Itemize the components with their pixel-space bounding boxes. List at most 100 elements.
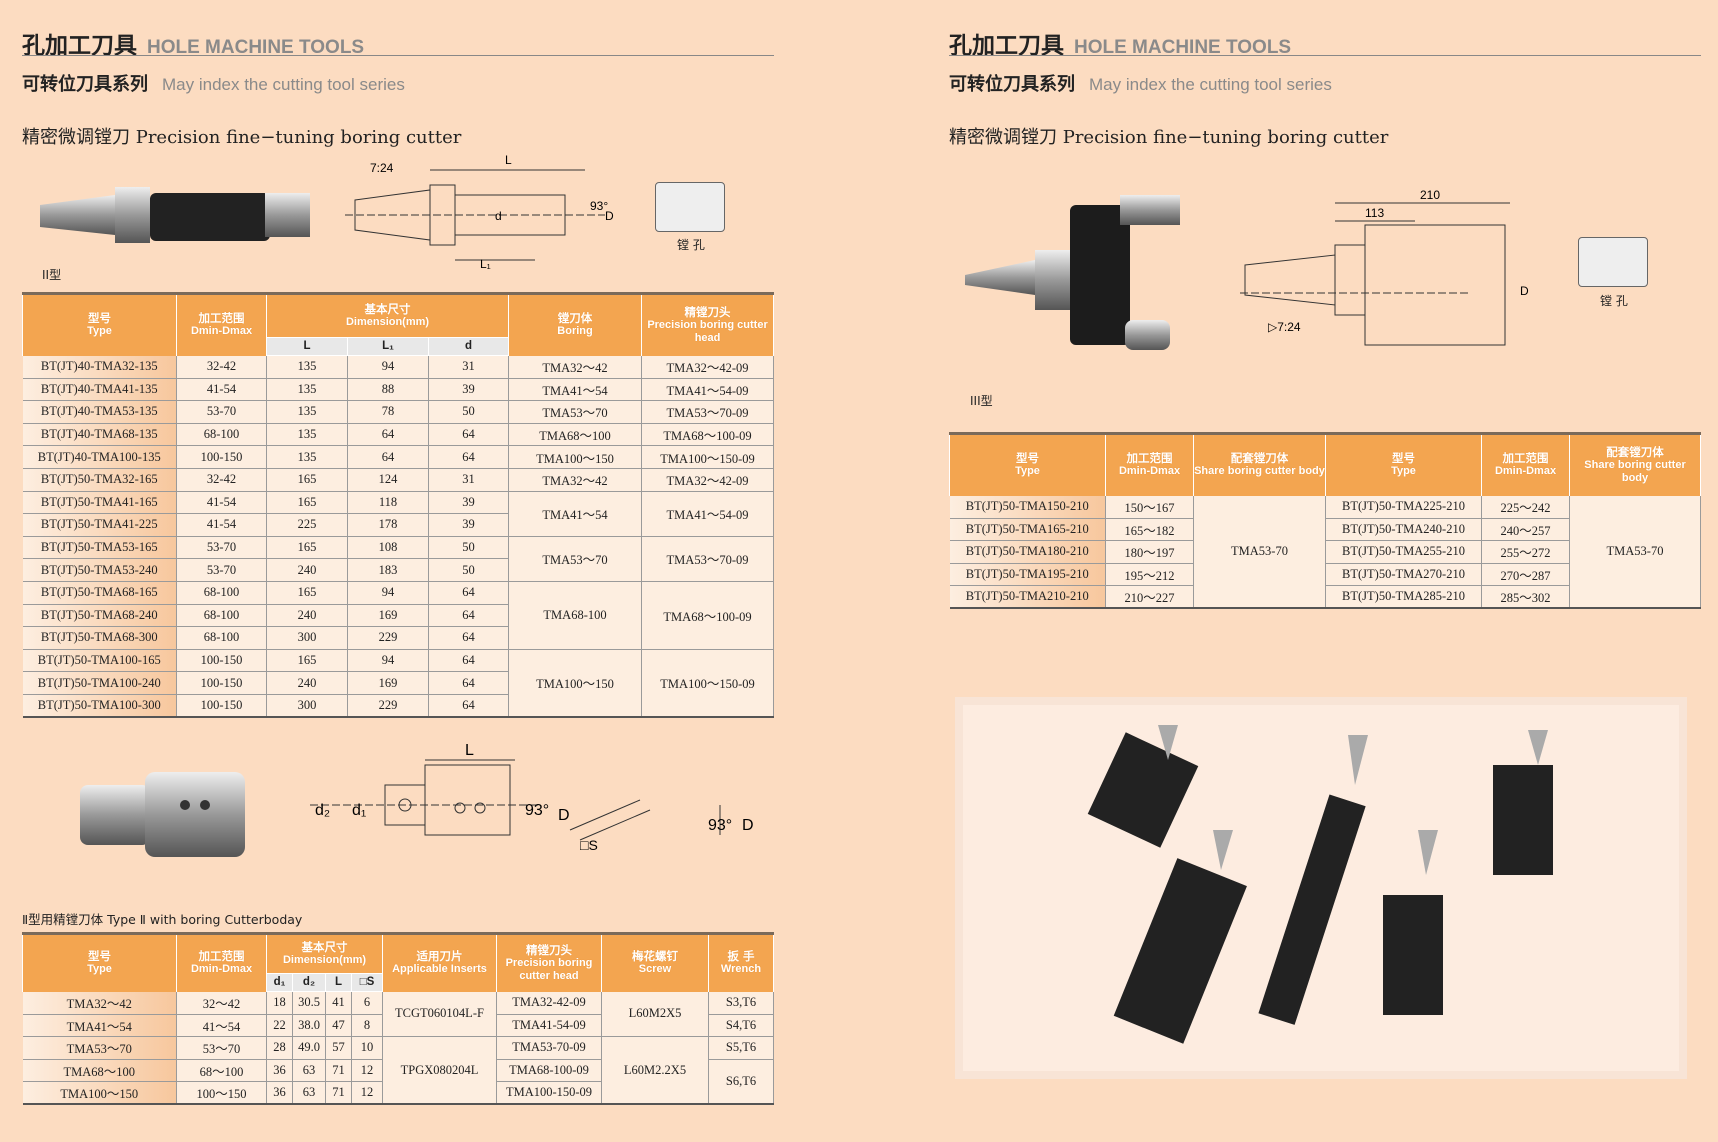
- d1-label: d₁: [352, 802, 366, 819]
- range-cell: 53-70: [176, 536, 267, 560]
- L1-cell: 64: [347, 445, 429, 469]
- angle-label: 93°: [590, 199, 608, 213]
- wrench-cell: S5,T6: [708, 1036, 774, 1060]
- cutter-head-cell: TMA100～150-09: [641, 649, 775, 718]
- angle-label-2: 93°: [708, 817, 732, 834]
- range-cell: 100-150: [176, 694, 267, 718]
- L-cell: 135: [266, 445, 348, 469]
- boring-cell: TMA53～70: [508, 536, 643, 582]
- range-cell: 255～272: [1481, 540, 1570, 564]
- type-cell: BT(JT)50-TMA41-165: [22, 491, 177, 515]
- L-cell: 41: [325, 991, 352, 1015]
- type-cell: BT(JT)50-TMA68-240: [22, 604, 177, 628]
- d2-label: d₂: [315, 802, 330, 819]
- subtitle-cn: 可转位刀具系列: [949, 74, 1075, 95]
- type-cell: TMA41～54: [22, 1014, 177, 1038]
- L1-cell: 94: [347, 649, 429, 673]
- wrench-cell: S4,T6: [708, 1014, 774, 1038]
- d1-cell: 36: [266, 1059, 293, 1083]
- type-cell: TMA53～70: [22, 1036, 177, 1060]
- title-divider: [949, 55, 1701, 56]
- type-ii-label: II型: [42, 268, 62, 282]
- cutter-body-cell: TMA53-70: [1569, 495, 1701, 609]
- title-en: HOLE MACHINE TOOLS: [147, 37, 365, 58]
- d-cell: 64: [428, 649, 510, 673]
- L-cell: 165: [266, 536, 348, 560]
- d-cell: 64: [428, 604, 510, 628]
- type-cell: BT(JT)50-TMA68-165: [22, 581, 177, 605]
- boring-cutter-photo: [40, 187, 310, 243]
- d1-cell: 22: [266, 1014, 293, 1038]
- cutter-head-cell: TMA32-42-09: [496, 991, 602, 1015]
- L-cell: 240: [266, 604, 348, 628]
- type-cell: BT(JT)50-TMA225-210: [1325, 495, 1482, 519]
- d2-cell: 38.0: [292, 1014, 326, 1038]
- cutter-head-cell: TMA32～42-09: [641, 468, 775, 492]
- length1-label: L₁: [480, 257, 491, 271]
- d-cell: 50: [428, 558, 510, 582]
- header-d: d: [427, 337, 510, 356]
- range-cell: 225～242: [1481, 495, 1570, 519]
- range-cell: 68-100: [176, 423, 267, 447]
- boring-cell: TMA68-100: [508, 581, 643, 650]
- cutter-head-cell: TMA100-150-09: [496, 1081, 602, 1105]
- boring-icon-label: 镗 孔: [1600, 294, 1628, 308]
- cutter-head-cell: TMA32～42-09: [641, 355, 775, 379]
- d1-cell: 18: [266, 991, 293, 1015]
- boring-icon: [1578, 237, 1648, 287]
- d-cell: 64: [428, 694, 510, 718]
- L1-cell: 78: [347, 400, 429, 424]
- table2-caption: Ⅱ型用精镗刀体 Type Ⅱ with boring Cutterboday: [22, 912, 303, 927]
- insert-cell: TPGX080204L: [382, 1036, 497, 1105]
- range-cell: 41-54: [176, 378, 267, 402]
- L1-cell: 183: [347, 558, 429, 582]
- d2-cell: 63: [292, 1081, 326, 1105]
- d-cell: 64: [428, 626, 510, 650]
- right-section-title: 精密微调镗刀 Precision fine−tuning boring cutt…: [949, 127, 1389, 148]
- cutter-body-cell: TMA53-70: [1193, 495, 1326, 609]
- d-cell: 39: [428, 513, 510, 537]
- type-cell: BT(JT)50-TMA100-165: [22, 649, 177, 673]
- type-cell: BT(JT)40-TMA53-135: [22, 400, 177, 424]
- boring-icon-label: 镗 孔: [677, 238, 705, 252]
- type-cell: BT(JT)50-TMA68-300: [22, 626, 177, 650]
- d1-cell: 28: [266, 1036, 293, 1060]
- boring-cell: TMA100～150: [508, 445, 643, 469]
- d2-cell: 63: [292, 1059, 326, 1083]
- range-cell: 210～227: [1105, 585, 1194, 609]
- L-cell: 300: [266, 626, 348, 650]
- L-cell: 240: [266, 558, 348, 582]
- range-cell: 68-100: [176, 604, 267, 628]
- length1-label: 113: [1365, 206, 1384, 220]
- L1-cell: 108: [347, 536, 429, 560]
- L-cell: 135: [266, 423, 348, 447]
- range-cell: 32-42: [176, 468, 267, 492]
- type-ii-drawing: L d₂ d₁ 93° D □S 93° D: [310, 742, 754, 853]
- d-cell: 39: [428, 491, 510, 515]
- product-photo: [955, 697, 1687, 1079]
- d2-cell: 49.0: [292, 1036, 326, 1060]
- S-cell: 8: [351, 1014, 383, 1038]
- cutter-head-cell: TMA41～54-09: [641, 378, 775, 402]
- L-cell: 47: [325, 1014, 352, 1038]
